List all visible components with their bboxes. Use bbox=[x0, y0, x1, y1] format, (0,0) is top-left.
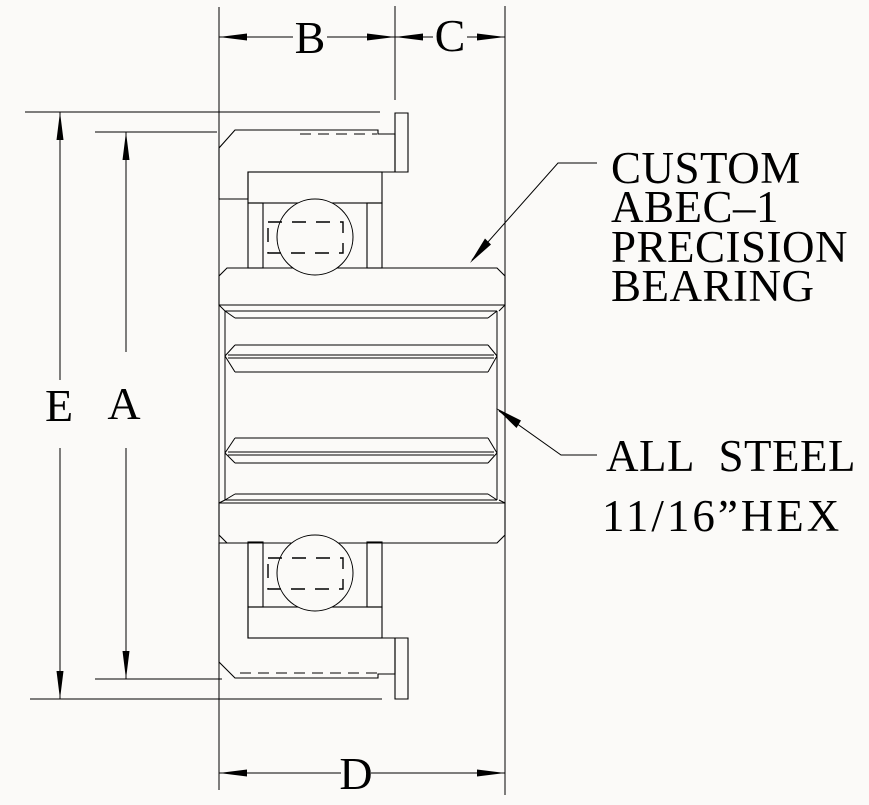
dimension-label-e: E bbox=[45, 380, 73, 431]
inner-ring-lower-right-lip bbox=[366, 541, 383, 608]
leader-hex-note bbox=[496, 408, 597, 456]
ball-cage-lower-hidden bbox=[267, 557, 344, 590]
inner-ring-upper-left-lip bbox=[247, 202, 264, 269]
note-bearing-line4: BEARING bbox=[611, 261, 815, 311]
inner-ring-upper-section bbox=[247, 171, 383, 204]
hex-collar-upper-section bbox=[218, 267, 506, 306]
hex-body-section bbox=[218, 267, 506, 544]
flange-lower-section bbox=[394, 637, 409, 700]
dimension-d: D bbox=[219, 748, 505, 799]
flange-upper-section bbox=[394, 112, 409, 173]
dimension-e: E bbox=[45, 112, 73, 699]
outer-ring-upper-section bbox=[218, 129, 396, 200]
leader-arrowhead bbox=[470, 238, 491, 263]
hidden-groove-lines bbox=[240, 133, 377, 674]
inner-ring-upper-right-lip bbox=[366, 202, 383, 269]
dimension-extension-lines bbox=[25, 6, 506, 795]
arrowhead bbox=[395, 33, 423, 41]
leader-bearing-note bbox=[470, 162, 597, 263]
arrowhead bbox=[477, 769, 505, 777]
ball-upper bbox=[276, 198, 354, 276]
dimension-b: B bbox=[219, 12, 395, 63]
arrowhead bbox=[56, 671, 64, 699]
dimension-label-d: D bbox=[339, 748, 372, 799]
note-bearing-line2: ABEC–1 bbox=[611, 182, 779, 232]
hex-flats-elevation bbox=[218, 304, 506, 504]
dimension-label-a: A bbox=[107, 378, 140, 429]
note-hex-line1: ALL STEEL bbox=[606, 431, 856, 481]
dimension-label-c: C bbox=[435, 10, 466, 61]
note-bearing: CUSTOM ABEC–1 PRECISION BEARING bbox=[611, 143, 848, 311]
arrowhead bbox=[56, 112, 64, 140]
note-hex-line2: 11/16”HEX bbox=[602, 491, 842, 541]
ball-lower bbox=[276, 534, 354, 612]
dimension-label-b: B bbox=[295, 12, 326, 63]
arrowhead bbox=[219, 769, 247, 777]
arrowhead bbox=[367, 33, 395, 41]
dimension-c: C bbox=[395, 10, 505, 61]
dimension-a: A bbox=[107, 132, 141, 679]
hex-collar-lower-section bbox=[218, 502, 506, 544]
ball-cage-upper-hidden bbox=[267, 221, 344, 254]
leader-arrowhead bbox=[496, 408, 521, 428]
inner-ring-lower-left-lip bbox=[247, 541, 264, 608]
arrowhead bbox=[219, 33, 247, 41]
arrowhead bbox=[122, 132, 130, 160]
arrowhead bbox=[122, 651, 130, 679]
note-bearing-line3: PRECISION bbox=[611, 222, 848, 272]
note-bearing-line1: CUSTOM bbox=[611, 143, 801, 193]
note-hex: ALL STEEL 11/16”HEX bbox=[602, 431, 856, 541]
arrowhead bbox=[477, 33, 505, 41]
inner-ring-lower-section bbox=[247, 606, 383, 639]
